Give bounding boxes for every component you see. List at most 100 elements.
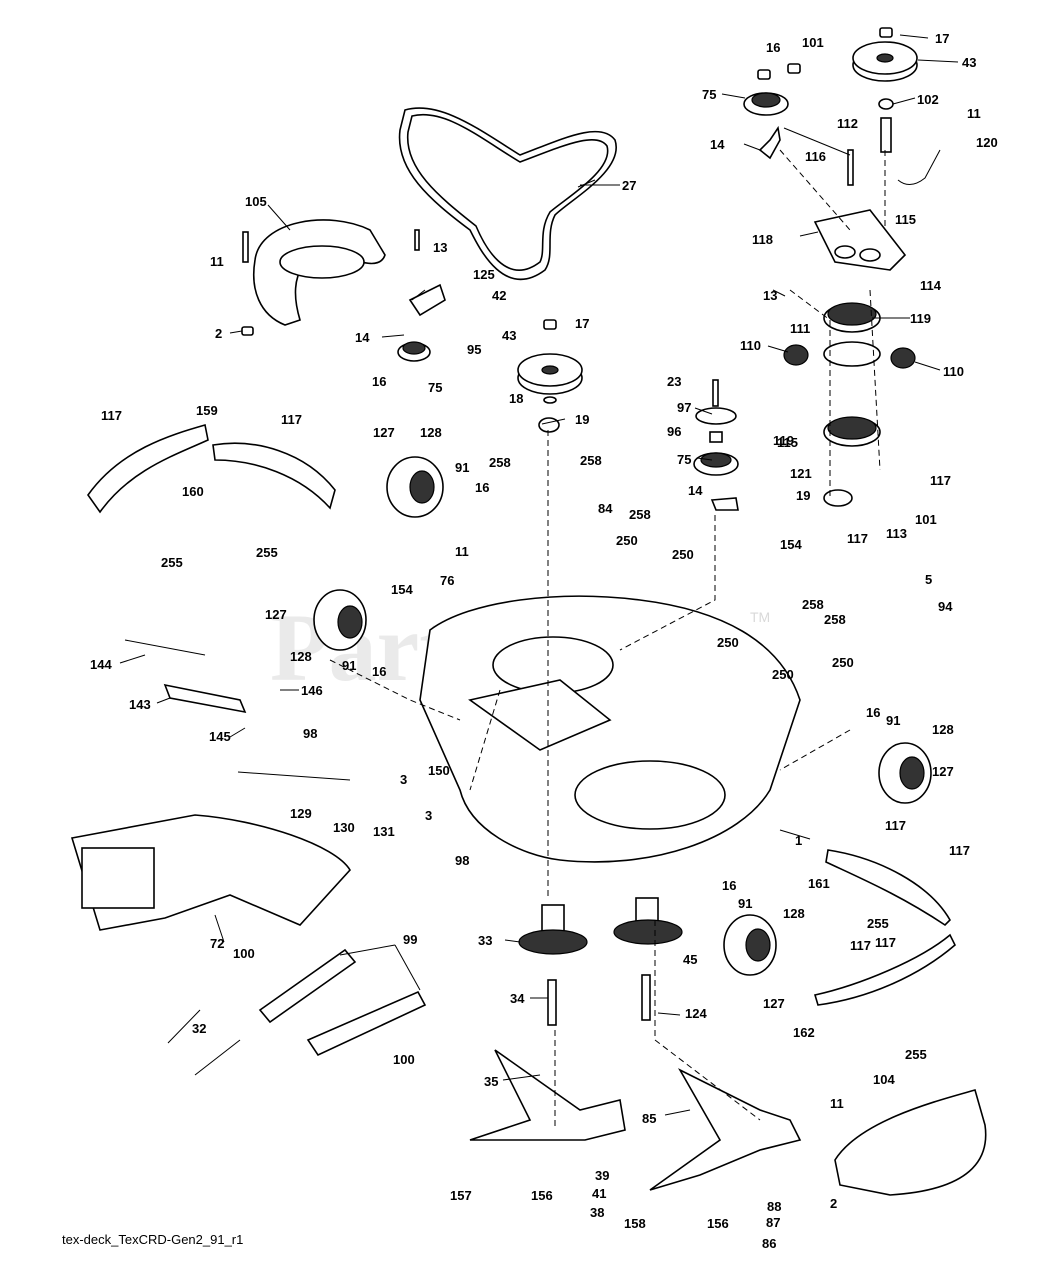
callout-label[interactable]: 154 [391, 582, 413, 597]
spindle-housing-33[interactable] [518, 904, 588, 955]
callout-label[interactable]: 19 [796, 488, 810, 503]
gauge-wheel-right[interactable] [878, 742, 932, 804]
bolt-11-cover[interactable] [242, 231, 249, 263]
callout-label[interactable]: 118 [752, 232, 773, 247]
callout-label[interactable]: 98 [303, 726, 317, 741]
callout-label[interactable]: 19 [575, 412, 589, 427]
callout-label[interactable]: 115 [895, 212, 916, 227]
callout-label[interactable]: 110 [943, 364, 964, 379]
belt-cover-105[interactable] [253, 219, 386, 326]
callout-label[interactable]: 18 [509, 391, 523, 406]
callout-label[interactable]: 3 [425, 808, 432, 823]
callout-label[interactable]: 76 [440, 573, 454, 588]
callout-label[interactable]: 2 [830, 1196, 837, 1211]
callout-label[interactable]: 41 [592, 1186, 606, 1201]
callout-label[interactable]: 158 [624, 1216, 646, 1231]
nut-101-top[interactable] [787, 63, 801, 74]
callout-label[interactable]: 11 [455, 544, 469, 559]
callout-label[interactable]: 124 [685, 1006, 707, 1021]
gear-110-right[interactable] [890, 347, 916, 369]
callout-label[interactable]: 250 [772, 667, 794, 682]
callout-label[interactable]: 91 [455, 460, 469, 475]
callout-label[interactable]: 156 [531, 1188, 553, 1203]
callout-label[interactable]: 84 [598, 501, 613, 516]
callout-label[interactable]: 127 [932, 764, 954, 779]
collar-102[interactable] [878, 98, 894, 110]
callout-label[interactable]: 250 [717, 635, 739, 650]
callout-label[interactable]: 255 [161, 555, 183, 570]
drive-belt[interactable] [398, 107, 617, 281]
callout-label[interactable]: 11 [967, 106, 981, 121]
callout-label[interactable]: 45 [683, 952, 697, 967]
callout-label[interactable]: 113 [886, 526, 907, 541]
callout-label[interactable]: 250 [616, 533, 638, 548]
callout-label[interactable]: 117 [281, 412, 302, 427]
callout-label[interactable]: 75 [677, 452, 691, 467]
callout-label[interactable]: 125 [473, 267, 495, 282]
callout-label[interactable]: 34 [510, 991, 525, 1006]
spindle-112[interactable] [880, 117, 892, 153]
gauge-wheel-left[interactable] [313, 589, 367, 651]
callout-label[interactable]: 159 [196, 403, 218, 418]
callout-label[interactable]: 120 [976, 135, 998, 150]
callout-label[interactable]: 161 [808, 876, 830, 891]
callout-label[interactable]: 32 [192, 1021, 206, 1036]
callout-label[interactable]: 75 [702, 87, 716, 102]
callout-label[interactable]: 13 [433, 240, 447, 255]
callout-label[interactable]: 145 [209, 729, 231, 744]
callout-label[interactable]: 115 [777, 435, 798, 450]
link-arm-lower[interactable] [306, 990, 427, 1057]
link-arm-upper[interactable] [258, 948, 357, 1024]
shaft-124[interactable] [641, 974, 651, 1021]
callout-label[interactable]: 86 [762, 1236, 776, 1251]
callout-label[interactable]: 17 [935, 31, 949, 46]
callout-label[interactable]: 35 [484, 1074, 498, 1089]
bolt-13-left[interactable] [414, 229, 420, 251]
callout-label[interactable]: 91 [886, 713, 900, 728]
callout-label[interactable]: 16 [372, 664, 386, 679]
spindle-cover-104[interactable] [834, 1089, 987, 1196]
callout-label[interactable]: 160 [182, 484, 204, 499]
callout-label[interactable]: 110 [740, 338, 761, 353]
nut-2-cover[interactable] [241, 326, 254, 336]
idler-pulley-top[interactable] [743, 92, 789, 116]
bracket-14-middle[interactable] [710, 497, 739, 511]
link-rod-129[interactable] [237, 771, 351, 781]
callout-label[interactable]: 3 [400, 772, 407, 787]
callout-label[interactable]: 119 [910, 311, 931, 326]
bumper-bracket-162[interactable] [813, 933, 956, 1006]
callout-label[interactable]: 128 [290, 649, 312, 664]
callout-label[interactable]: 112 [837, 116, 858, 131]
callout-label[interactable]: 43 [962, 55, 976, 70]
callout-label[interactable]: 2 [215, 326, 222, 341]
callout-label[interactable]: 258 [802, 597, 824, 612]
bracket-125[interactable] [408, 283, 446, 317]
callout-label[interactable]: 14 [710, 137, 725, 152]
callout-label[interactable]: 250 [672, 547, 694, 562]
callout-label[interactable]: 162 [793, 1025, 815, 1040]
callout-label[interactable]: 255 [905, 1047, 927, 1062]
callout-label[interactable]: 91 [342, 658, 356, 673]
pulley-top-right[interactable] [852, 41, 918, 82]
callout-label[interactable]: 101 [802, 35, 824, 50]
callout-label[interactable]: 98 [455, 853, 469, 868]
callout-label[interactable]: 39 [595, 1168, 609, 1183]
callout-label[interactable]: 102 [917, 92, 939, 107]
callout-label[interactable]: 104 [873, 1072, 895, 1087]
callout-label[interactable]: 17 [575, 316, 589, 331]
rod-144[interactable] [124, 639, 206, 656]
callout-label[interactable]: 117 [930, 473, 951, 488]
callout-label[interactable]: 91 [738, 896, 752, 911]
callout-label[interactable]: 99 [403, 932, 417, 947]
shaft-34[interactable] [547, 979, 557, 1026]
pulley-center[interactable] [517, 353, 583, 395]
gear-119-lower[interactable] [823, 416, 881, 447]
callout-label[interactable]: 1 [795, 833, 802, 848]
callout-label[interactable]: 144 [90, 657, 112, 672]
callout-label[interactable]: 250 [832, 655, 854, 670]
callout-label[interactable]: 95 [467, 342, 481, 357]
callout-label[interactable]: 85 [642, 1111, 656, 1126]
callout-label[interactable]: 255 [256, 545, 278, 560]
bumper-bracket-161[interactable] [825, 849, 951, 927]
callout-label[interactable]: 130 [333, 820, 355, 835]
